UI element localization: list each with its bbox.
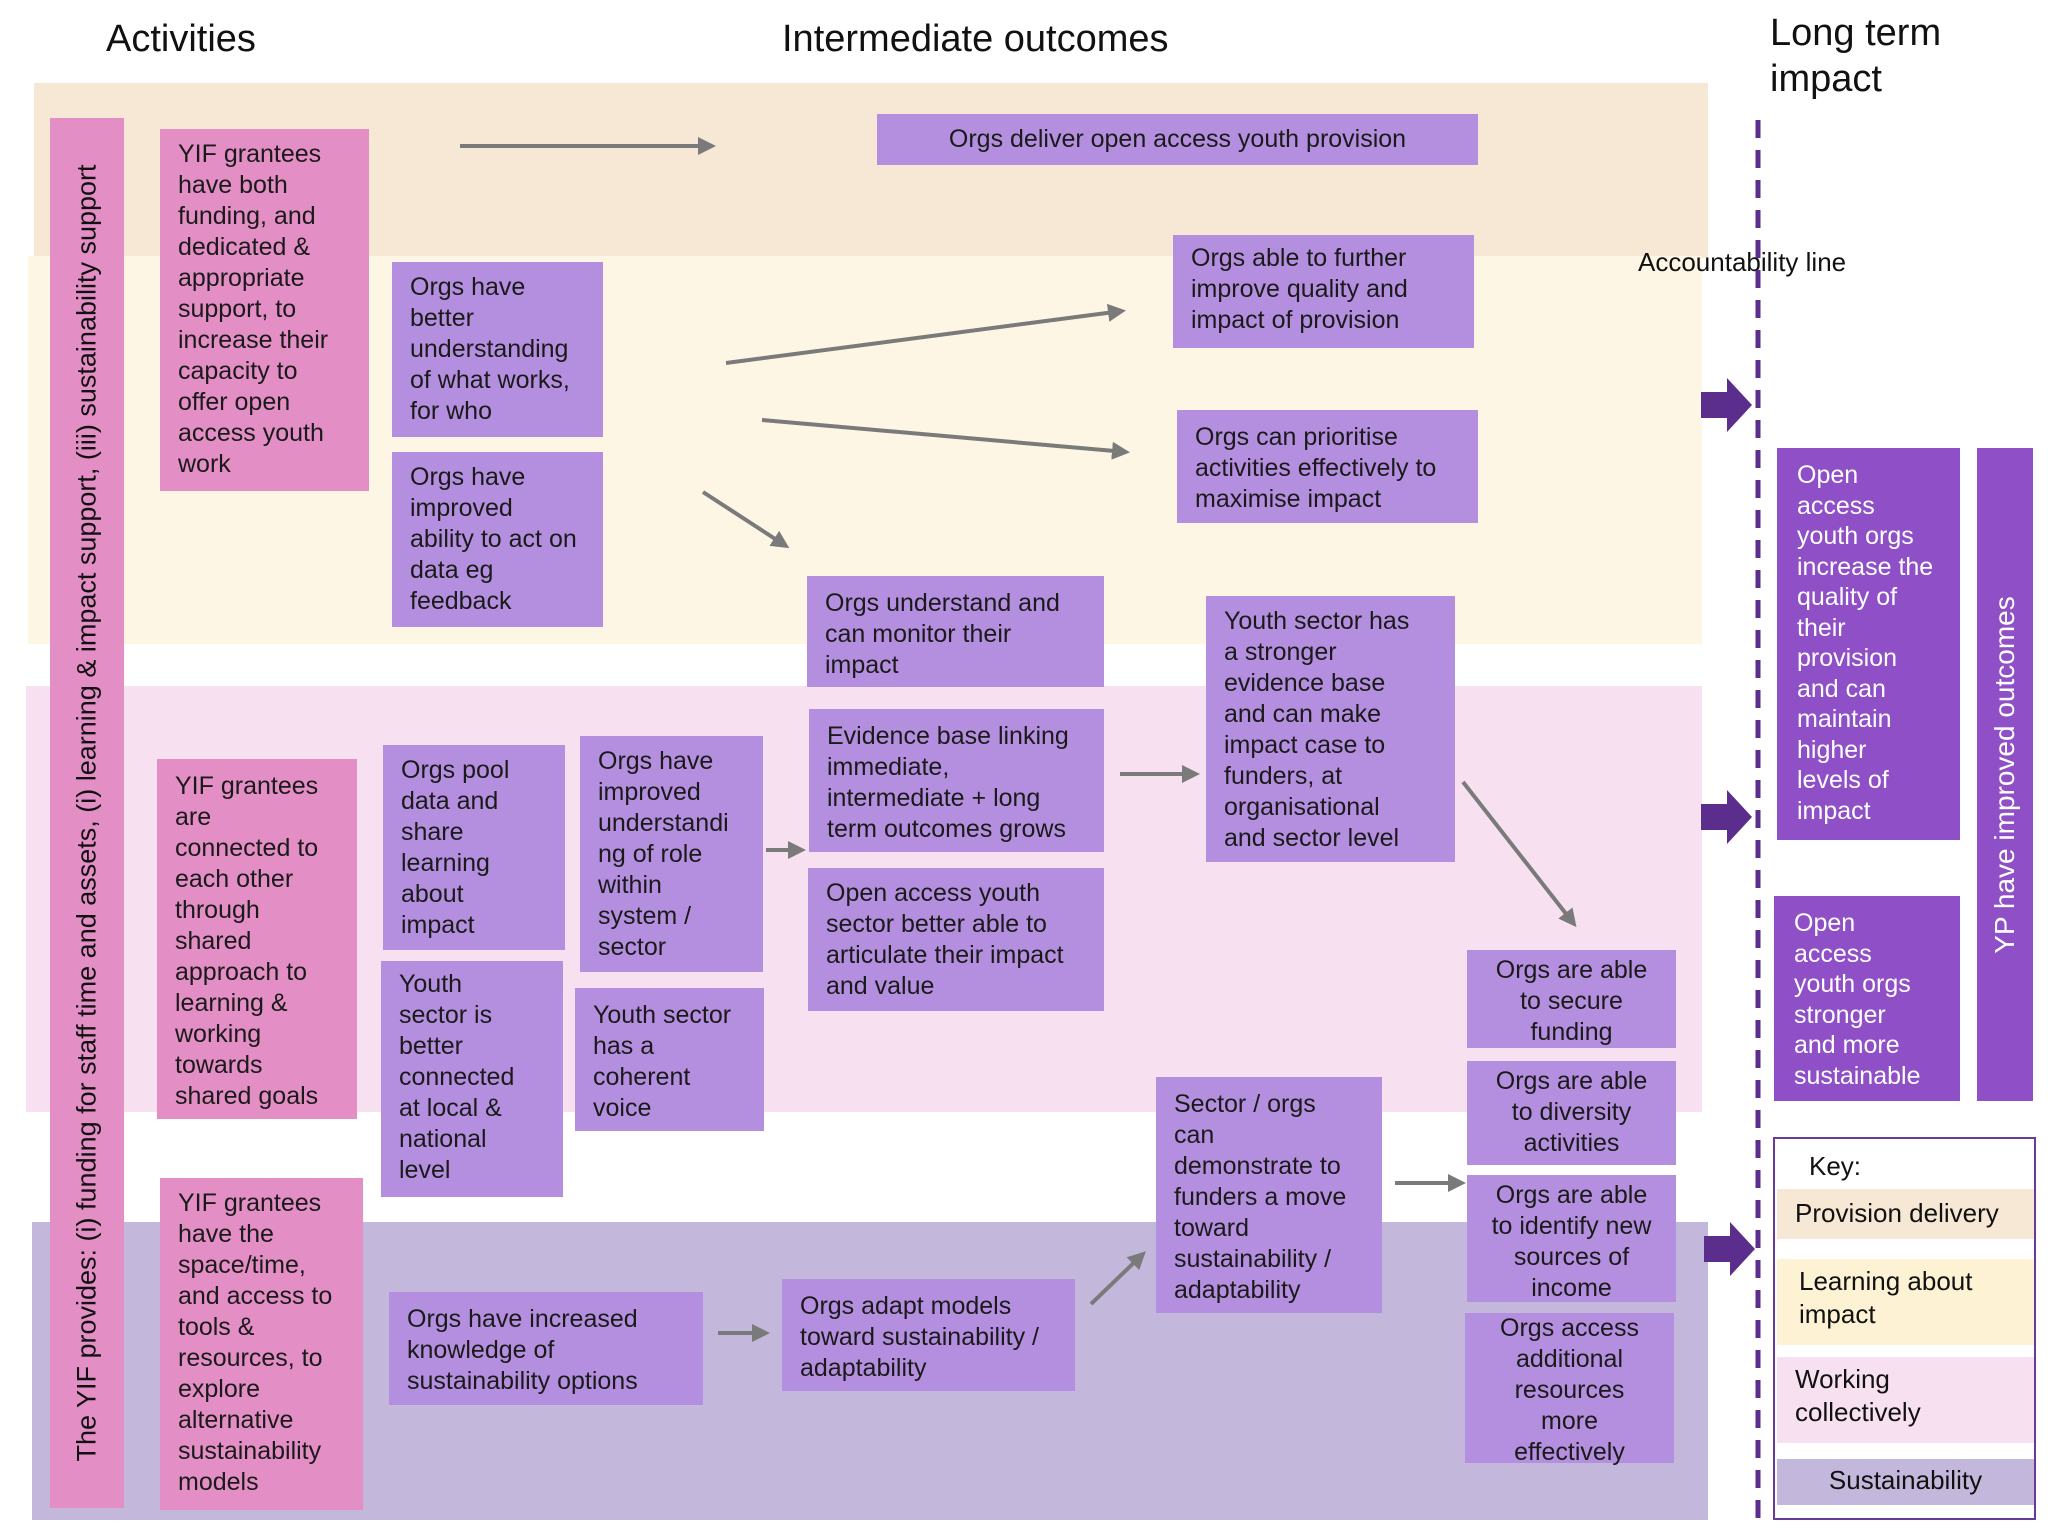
outcome-diversify-activities: Orgs are able to diversity activities — [1467, 1061, 1676, 1165]
activity-connected-grantees: YIF grantees are connected to each other… — [157, 759, 357, 1119]
impact-arrow-learning — [1701, 378, 1752, 432]
arrow-adapt-to-demonstrate — [1089, 1251, 1146, 1306]
header-activities: Activities — [106, 18, 256, 60]
outcome-pool-data: Orgs pool data and share learning about … — [383, 745, 565, 950]
accountability-line-label: Accountability line — [1638, 247, 1847, 277]
arrow-to-understand-monitor — [701, 490, 790, 549]
legend-title: Key: — [1809, 1151, 1862, 1181]
legend-key: Key: Provision delivery Learning about i… — [1773, 1137, 2036, 1520]
outcome-coherent-voice: Youth sector has a coherent voice — [575, 988, 764, 1131]
outcome-better-connected: Youth sector is better connected at loca… — [381, 961, 563, 1197]
impact-stronger-sustainable: Open access youth orgs stronger and more… — [1774, 896, 1960, 1101]
impact-arrow-collective — [1701, 790, 1752, 844]
activity-funding-support: YIF grantees have both funding, and dedi… — [160, 129, 369, 491]
header-long-term-impact: Long term impact — [1770, 12, 1942, 100]
outcome-new-income-sources: Orgs are able to identify new sources of… — [1467, 1175, 1676, 1302]
arrow-stronger-to-funding — [1461, 780, 1577, 928]
activity-sustainability-models: YIF grantees have the space/time, and ac… — [160, 1178, 363, 1510]
legend-item-collective: Working collectively — [1777, 1357, 2034, 1443]
outcome-access-resources: Orgs access additional resources more ef… — [1465, 1313, 1674, 1466]
outcome-articulate-impact: Open access youth sector better able to … — [808, 868, 1104, 1011]
legend-item-provision: Provision delivery — [1777, 1189, 2034, 1239]
provider-bar: The YIF provides: (i) funding for staff … — [50, 118, 124, 1508]
arrow-to-prioritise — [761, 418, 1130, 460]
outcome-demonstrate-sustainability: Sector / orgs can demonstrate to funders… — [1156, 1077, 1382, 1313]
outcome-improved-ability: Orgs have improved ability to act on dat… — [392, 452, 603, 627]
outcome-further-improve: Orgs able to further improve quality and… — [1173, 235, 1474, 348]
outcome-understand-monitor: Orgs understand and can monitor their im… — [807, 576, 1104, 687]
outcome-adapt-models: Orgs adapt models toward sustainability … — [782, 1279, 1075, 1391]
impact-arrow-sustainability — [1704, 1222, 1755, 1276]
outcome-secure-funding: Orgs are able to secure funding — [1467, 950, 1676, 1048]
impact-yp-outcomes: YP have improved outcomes — [1977, 448, 2033, 1101]
outcome-role-within-system: Orgs have improved understandi ng of rol… — [580, 736, 763, 972]
arrow-to-further-improve — [725, 303, 1126, 365]
outcome-evidence-grows: Evidence base linking immediate, interme… — [809, 709, 1104, 852]
outcome-stronger-evidence-base: Youth sector has a stronger evidence bas… — [1206, 596, 1455, 862]
outcome-increased-knowledge: Orgs have increased knowledge of sustain… — [389, 1292, 703, 1405]
outcome-deliver-provision: Orgs deliver open access youth provision — [877, 114, 1478, 165]
header-intermediate-outcomes: Intermediate outcomes — [782, 18, 1169, 60]
outcome-prioritise: Orgs can prioritise activities effective… — [1177, 410, 1478, 523]
impact-quality: Open access youth orgs increase the qual… — [1777, 448, 1960, 840]
legend-item-sustainability: Sustainability — [1777, 1459, 2034, 1505]
legend-item-learning: Learning about impact — [1777, 1259, 2034, 1345]
outcome-better-understanding: Orgs have better understanding of what w… — [392, 262, 603, 437]
